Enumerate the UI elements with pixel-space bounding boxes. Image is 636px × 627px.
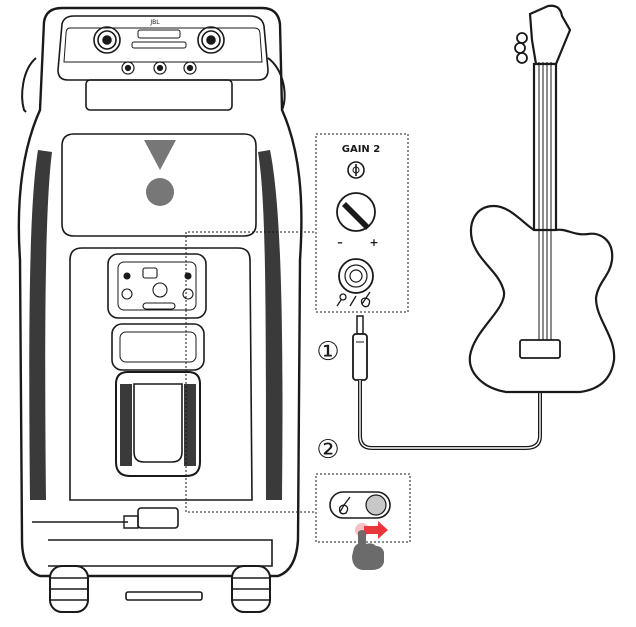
guitar-toggle-icon bbox=[338, 496, 351, 515]
upper-face-panel bbox=[61, 133, 257, 237]
bottle-holder-inner bbox=[133, 383, 183, 463]
top-right-dial bbox=[197, 26, 225, 54]
power-cable bbox=[32, 515, 139, 529]
logo-light-pattern bbox=[146, 178, 174, 206]
right-wheel bbox=[231, 565, 271, 613]
leader-to-toggle-panel bbox=[185, 310, 316, 513]
electric-guitar bbox=[468, 4, 616, 394]
speaker-body bbox=[17, 6, 303, 578]
top-panel-inner bbox=[63, 27, 263, 63]
bottle-holder-grille bbox=[120, 384, 196, 466]
instrument-cable bbox=[352, 315, 542, 450]
top-panel bbox=[57, 15, 269, 81]
switch-knob bbox=[365, 494, 387, 516]
gain-knob bbox=[336, 192, 376, 232]
speaker-brand-label: JBL bbox=[149, 19, 160, 26]
instrument-jack-icon bbox=[338, 258, 374, 294]
top-left-dial bbox=[93, 26, 121, 54]
right-side-handle bbox=[267, 57, 286, 111]
input-detail-callout: GAIN 2 – + bbox=[315, 133, 409, 313]
toggle-detail-callout bbox=[315, 473, 411, 570]
right-grille bbox=[258, 150, 283, 500]
gain-label: GAIN 2 bbox=[342, 144, 381, 155]
base-foot bbox=[125, 591, 203, 601]
left-wheel bbox=[49, 565, 89, 613]
gain-icon bbox=[347, 161, 365, 179]
front-handle-inner bbox=[119, 331, 197, 363]
io-ports bbox=[121, 267, 194, 310]
pointing-hand-icon bbox=[352, 530, 384, 570]
lower-face-panel bbox=[69, 247, 253, 501]
callout-leaders bbox=[185, 231, 316, 513]
guitar-bridge bbox=[519, 339, 561, 359]
guitar-body bbox=[468, 204, 616, 394]
io-panel-inner bbox=[117, 261, 197, 311]
guitar-headstock bbox=[528, 4, 572, 66]
guitar-strings bbox=[538, 62, 552, 340]
step-2-marker: ② bbox=[316, 435, 339, 465]
step-1-marker: ① bbox=[316, 337, 339, 367]
guitar-tuners bbox=[514, 32, 528, 64]
guitar-neck bbox=[532, 62, 558, 236]
top-small-knobs bbox=[121, 61, 197, 75]
push-arrow-icon bbox=[364, 521, 388, 539]
front-handle-block bbox=[111, 323, 205, 371]
base-skirt bbox=[48, 539, 273, 567]
io-panel bbox=[107, 253, 207, 319]
knob-plus-label: + bbox=[369, 236, 378, 249]
left-grille bbox=[29, 150, 52, 500]
party-speaker: JBL bbox=[17, 6, 303, 613]
top-button-strip-lower bbox=[131, 41, 187, 49]
left-side-handle bbox=[21, 57, 37, 113]
knob-minus-label: – bbox=[337, 236, 343, 249]
cable-clip bbox=[137, 507, 179, 529]
top-handle-slot bbox=[85, 79, 233, 111]
leader-to-input-panel bbox=[185, 231, 316, 310]
cable-plug-tip bbox=[356, 315, 364, 335]
logo-triangle-pattern bbox=[144, 140, 176, 170]
top-button-strip bbox=[137, 29, 181, 39]
mic-guitar-icon bbox=[336, 291, 371, 308]
cable-plug-body bbox=[352, 333, 368, 381]
